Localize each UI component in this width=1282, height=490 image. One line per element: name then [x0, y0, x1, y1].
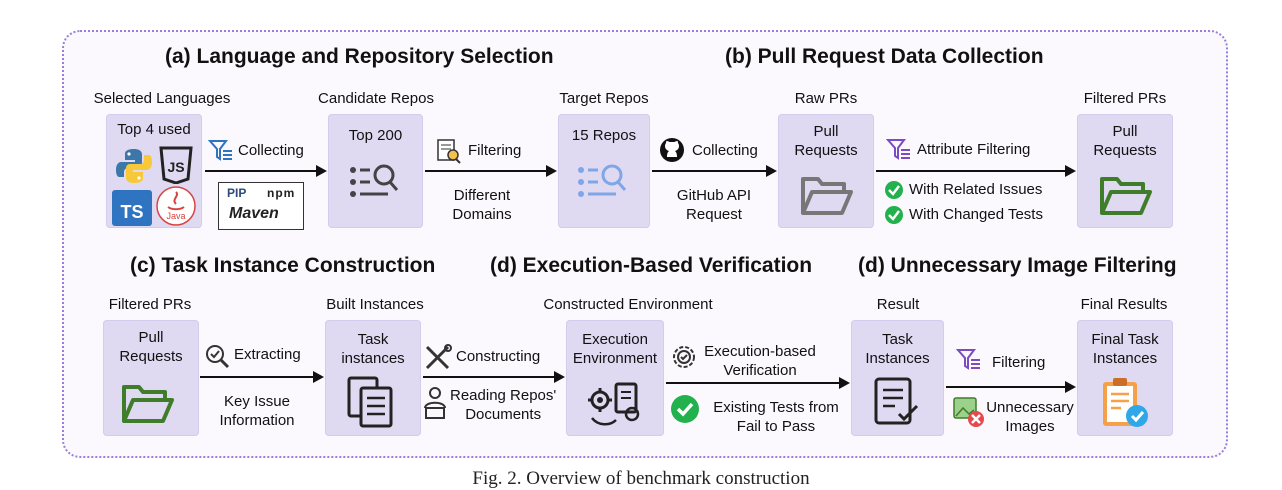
package-managers-box: PIP npm Maven [218, 182, 304, 230]
target-repos-label: Target Repos [559, 90, 649, 107]
languages-box: Top 4 used JS TS Java [106, 114, 202, 228]
arrow-verify [666, 377, 850, 389]
check-icon [885, 181, 903, 199]
documents-icon [347, 376, 393, 428]
final-results-label: Final Results [1080, 296, 1168, 313]
folder-icon [1100, 177, 1152, 215]
arrow-collect-2 [652, 165, 777, 177]
document-filter-icon [437, 139, 461, 164]
with-changed-tests: With Changed Tests [909, 206, 1043, 223]
raw-prs-label: Raw PRs [794, 90, 858, 107]
top200-label: Top 200 [348, 127, 403, 144]
repos15-label: 15 Repos [571, 127, 637, 144]
constructing-label: Constructing [456, 348, 541, 365]
section-a-title: (a) Language and Repository Selection [165, 45, 554, 68]
svg-text:JS: JS [167, 159, 184, 175]
filter-icon [956, 349, 980, 370]
svg-text:Java: Java [166, 211, 185, 221]
arrow-collect-1 [205, 165, 327, 177]
tools-icon [425, 344, 452, 370]
filter-icon [208, 140, 232, 161]
collecting-label-1: Collecting [238, 142, 304, 159]
ts-icon: TS [112, 190, 152, 226]
check-icon [885, 206, 903, 224]
figure-caption: Fig. 2. Overview of benchmark constructi… [472, 468, 810, 489]
with-related-issues: With Related Issues [909, 181, 1043, 198]
svg-text:TS: TS [120, 202, 143, 222]
filtering-label-1: Filtering [468, 142, 522, 159]
selected-languages-label: Selected Languages [93, 90, 231, 107]
image-remove-icon [953, 397, 984, 427]
js-icon: JS [159, 146, 193, 184]
built-instances-label: Built Instances [326, 296, 424, 313]
list-search-icon [578, 164, 627, 197]
arrow-extract [200, 371, 324, 383]
python-icon [116, 149, 152, 183]
filter-icon [886, 139, 910, 160]
check-icon [671, 395, 699, 423]
section-e-title: (d) Unnecessary Image Filtering [858, 254, 1177, 277]
result-label: Result [876, 296, 920, 313]
section-b-title: (b) Pull Request Data Collection [725, 45, 1044, 68]
checklist-icon [874, 377, 919, 425]
magnifier-icon [206, 345, 230, 369]
filtering-label-2: Filtering [992, 354, 1046, 371]
clipboard-check-icon [1103, 378, 1148, 427]
arrow-filter-1 [425, 165, 557, 177]
maven-logo: Maven [229, 205, 279, 222]
collecting-label-2: Collecting [692, 142, 758, 159]
reading-person-icon [424, 387, 446, 419]
filtered-prs-label: Filtered PRs [1083, 90, 1167, 107]
top4-label: Top 4 used [117, 121, 191, 138]
folder-icon [801, 177, 853, 215]
folder-icon [122, 385, 174, 423]
extracting-label: Extracting [234, 346, 301, 363]
reading-docs-label: Reading Repos'Documents [450, 387, 557, 423]
attribute-filtering-label: Attribute Filtering [917, 141, 1031, 158]
section-d-title: (d) Execution-Based Verification [490, 254, 813, 277]
list-search-icon [350, 164, 399, 197]
github-icon [660, 138, 684, 162]
filtered-prs-label-2: Filtered PRs [108, 296, 192, 313]
java-icon: Java [156, 186, 196, 226]
constructed-env-label: Constructed Environment [543, 296, 713, 313]
gear-check-icon [673, 346, 695, 368]
candidate-repos-label: Candidate Repos [318, 90, 434, 107]
npm-logo: npm [267, 186, 296, 200]
arrow-construct [423, 371, 565, 383]
gear-document-icon [588, 382, 640, 426]
candidate-repos-box: Top 200 [328, 114, 423, 228]
arrow-attribute-filter [876, 165, 1076, 177]
target-repos-box: 15 Repos [558, 114, 650, 228]
pip-logo: PIP [227, 186, 247, 200]
section-c-title: (c) Task Instance Construction [130, 254, 436, 277]
arrow-filter-2 [946, 381, 1076, 393]
